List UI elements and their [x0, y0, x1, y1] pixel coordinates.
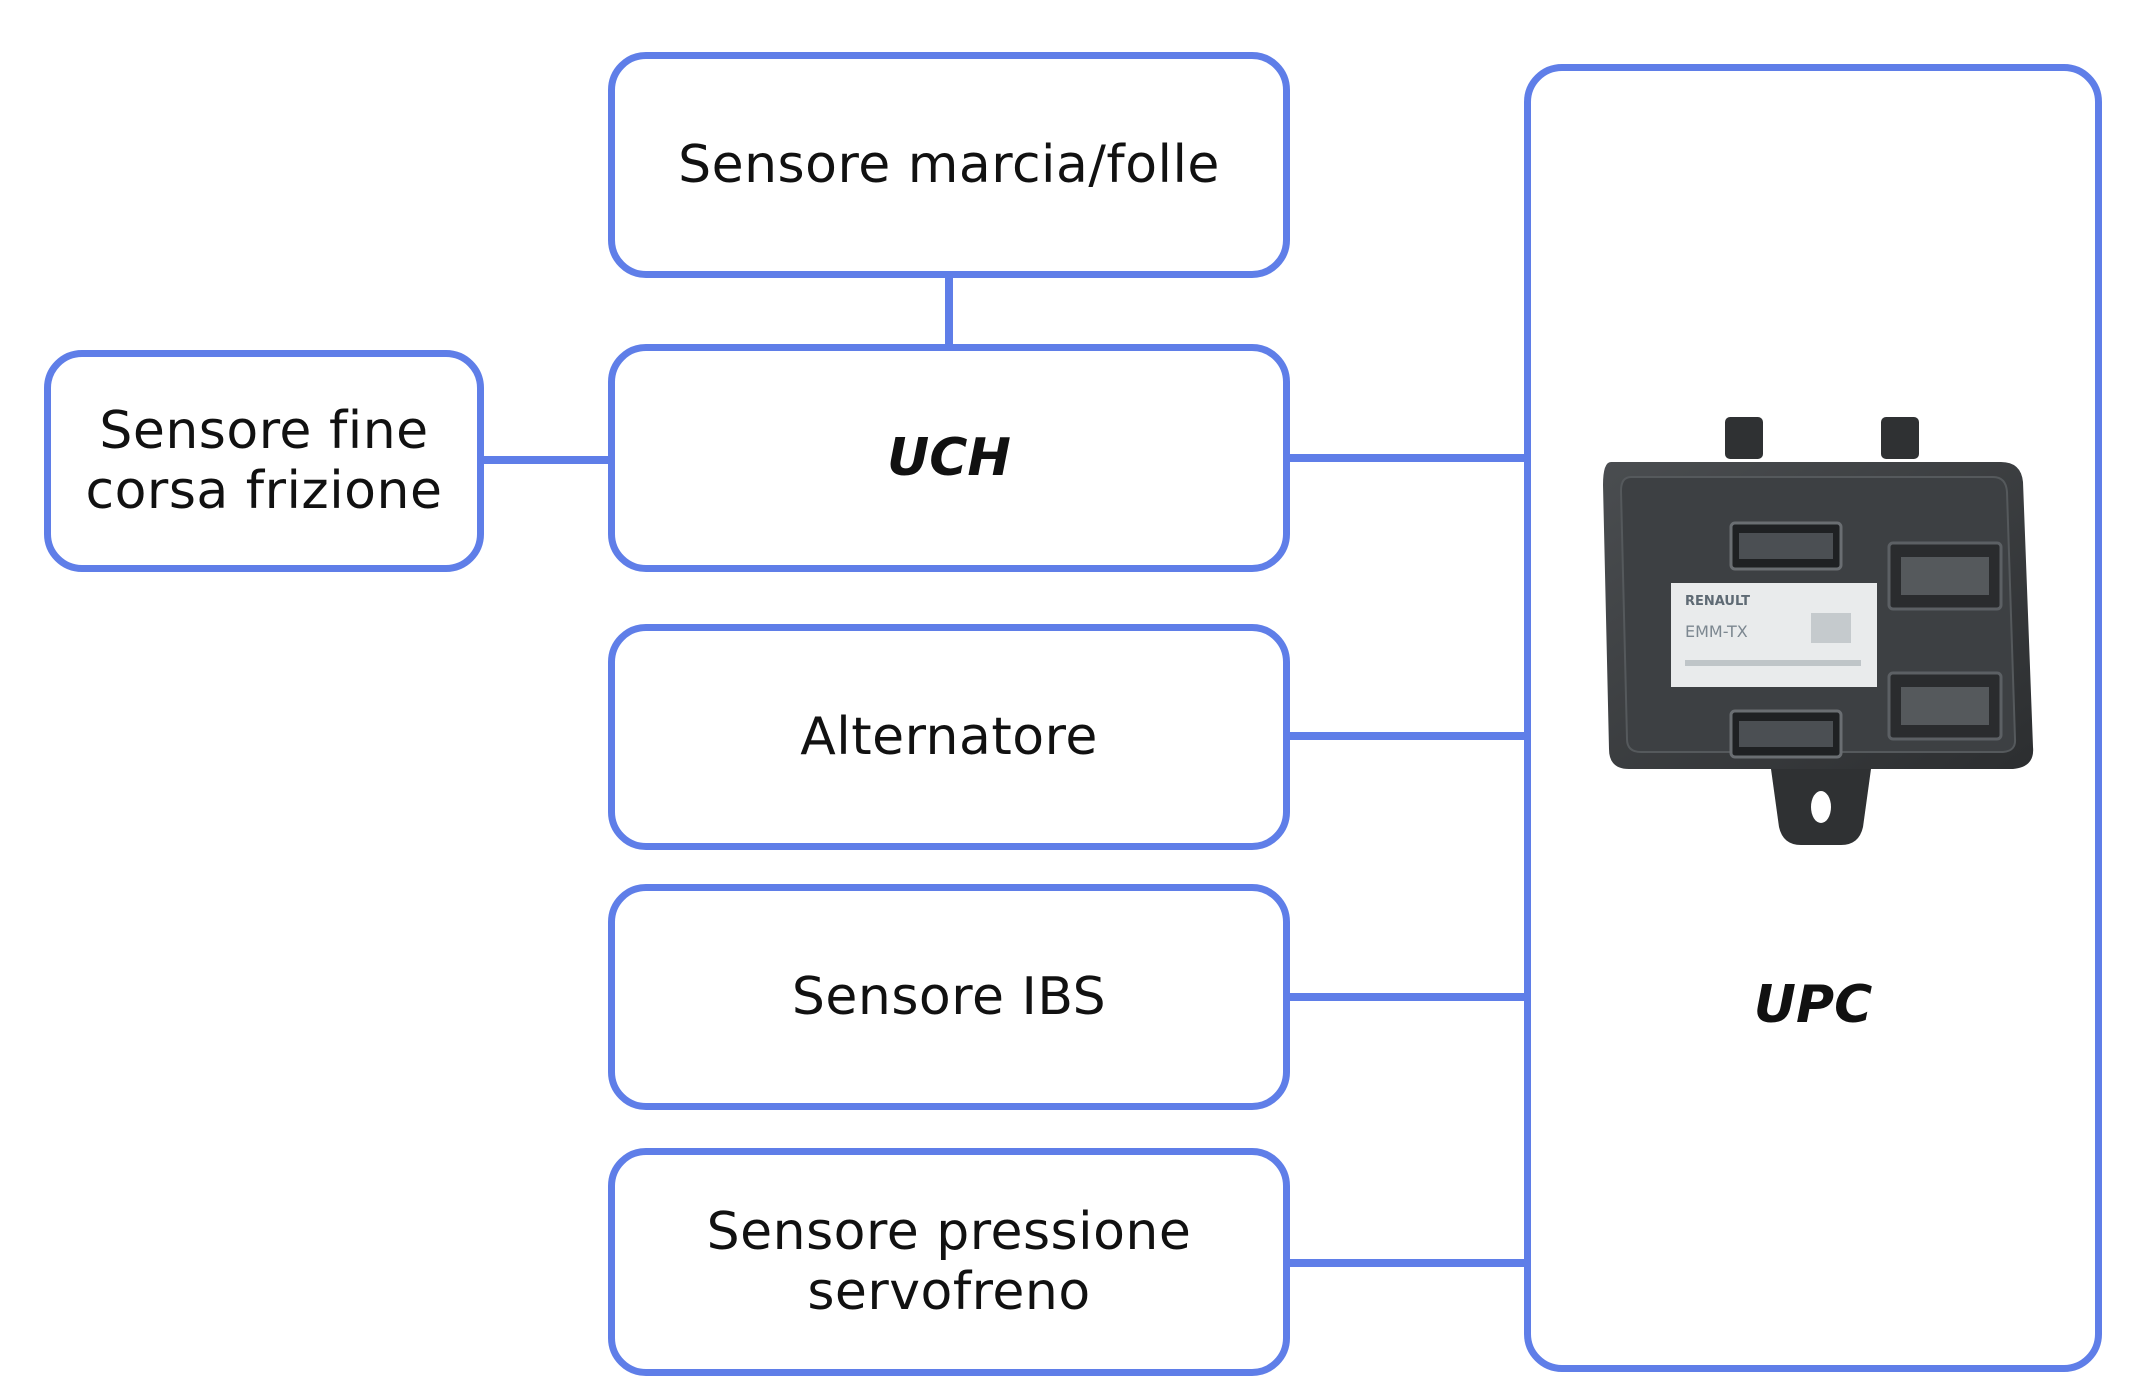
connector-ibs-upc — [1278, 993, 1532, 1001]
node-label: Sensore fine corsa frizione — [85, 401, 443, 521]
connector-marcia-uch — [945, 276, 953, 346]
node-label: Alternatore — [800, 707, 1098, 767]
node-sensore-ibs: Sensore IBS — [608, 884, 1290, 1110]
node-sensore-pressione-servofreno: Sensore pressione servofreno — [608, 1148, 1290, 1376]
node-uch: UCH — [608, 344, 1290, 572]
node-sensore-fine-corsa-frizione: Sensore fine corsa frizione — [44, 350, 484, 572]
device-brand-text: RENAULT — [1685, 594, 1750, 609]
control-unit-photo-icon: RENAULT EMM-TX — [1601, 347, 2041, 857]
node-alternatore: Alternatore — [608, 624, 1290, 850]
connector-frizione-uch — [480, 456, 612, 464]
node-sensore-marcia-folle: Sensore marcia/folle — [608, 52, 1290, 278]
node-label: Sensore IBS — [791, 967, 1107, 1027]
device-model-text: EMM-TX — [1685, 622, 1748, 641]
connector-servofreno-upc — [1278, 1259, 1532, 1267]
node-label: Sensore pressione servofreno — [706, 1202, 1192, 1322]
node-label: UCH — [887, 428, 1011, 488]
connector-alternatore-upc — [1278, 732, 1532, 740]
connector-uch-upc — [1278, 454, 1532, 462]
upc-label-wrap: UPC — [1531, 975, 2095, 1035]
node-label: UPC — [1753, 975, 1873, 1035]
node-label: Sensore marcia/folle — [678, 135, 1220, 195]
node-upc: RENAULT EMM-TX UPC — [1524, 64, 2102, 1372]
